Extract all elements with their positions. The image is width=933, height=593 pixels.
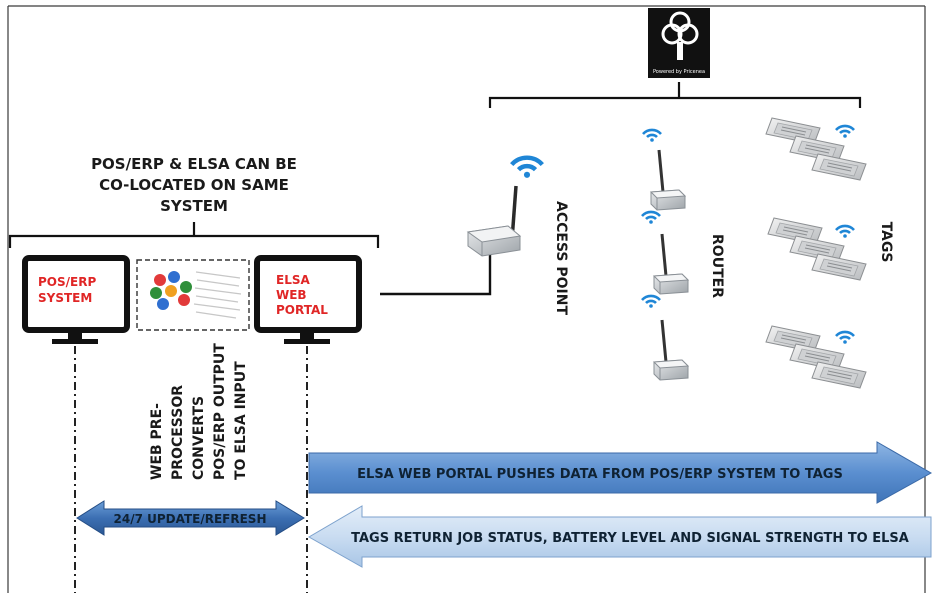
return-arrow-label: TAGS RETURN JOB STATUS, BATTERY LEVEL AN… <box>351 531 909 546</box>
preprocessor-box <box>136 259 250 331</box>
tag-group-1 <box>765 117 867 181</box>
powered-by-logo: Powered by Pricenea <box>648 8 710 78</box>
router-3-wifi-icon <box>640 294 662 310</box>
tag-group-3 <box>765 325 867 389</box>
refresh-double-arrow: 24/7 UPDATE/REFRESH <box>76 500 305 536</box>
elsa-monitor-line-1: ELSA <box>276 273 310 287</box>
tags-label: TAGS <box>878 222 894 263</box>
access-point-wifi-icon <box>512 158 543 178</box>
router-1-wifi-icon <box>641 128 663 144</box>
router-label: ROUTER <box>709 234 725 298</box>
tag-group-3-wifi-icon <box>834 330 856 346</box>
tag-group-2-wifi-icon <box>834 224 856 240</box>
tag-group-1-wifi-icon <box>834 124 856 140</box>
push-data-arrow: ELSA WEB PORTAL PUSHES DATA FROM POS/ERP… <box>308 441 933 504</box>
preprocessor-description: WEB PRE- PROCESSOR CONVERTS POS/ERP OUTP… <box>149 343 249 480</box>
elsa-monitor-line-2: WEB <box>276 288 307 302</box>
pos-monitor-line-1: POS/ERP <box>38 275 96 289</box>
preprocessor-line-5: TO ELSA INPUT <box>233 361 249 480</box>
system-bracket <box>8 222 380 248</box>
pos-erp-monitor: POS/ERP SYSTEM <box>22 255 130 344</box>
router-device-3 <box>640 294 690 382</box>
router-2-wifi-icon <box>640 210 662 226</box>
router-device-2 <box>640 210 690 296</box>
router-device-1 <box>641 128 687 212</box>
colocation-note: POS/ERP & ELSA CAN BE CO-LOCATED ON SAME… <box>91 155 297 215</box>
logo-caption: Powered by Pricenea <box>653 69 705 75</box>
pos-monitor-line-2: SYSTEM <box>38 291 92 305</box>
tag-group-2 <box>767 217 867 281</box>
network-bracket <box>488 82 862 108</box>
elsa-monitor-line-3: PORTAL <box>276 303 328 317</box>
preprocessor-line-4: POS/ERP OUTPUT <box>212 343 228 480</box>
colocation-line-2: CO-LOCATED ON SAME <box>99 176 289 194</box>
elsa-web-portal-monitor: ELSA WEB PORTAL <box>254 255 362 344</box>
refresh-arrow-label: 24/7 UPDATE/REFRESH <box>114 512 267 526</box>
colocation-line-3: SYSTEM <box>160 197 228 215</box>
access-point-device <box>466 158 543 257</box>
access-point-label: ACCESS POINT <box>553 201 569 315</box>
preprocessor-line-1: WEB PRE- <box>149 403 165 480</box>
push-arrow-label: ELSA WEB PORTAL PUSHES DATA FROM POS/ERP… <box>357 467 843 482</box>
preprocessor-line-2: PROCESSOR <box>170 385 186 480</box>
return-status-arrow: TAGS RETURN JOB STATUS, BATTERY LEVEL AN… <box>307 505 932 568</box>
preprocessor-line-3: CONVERTS <box>191 396 207 480</box>
colocation-line-1: POS/ERP & ELSA CAN BE <box>91 155 297 173</box>
network-cable <box>380 248 492 296</box>
